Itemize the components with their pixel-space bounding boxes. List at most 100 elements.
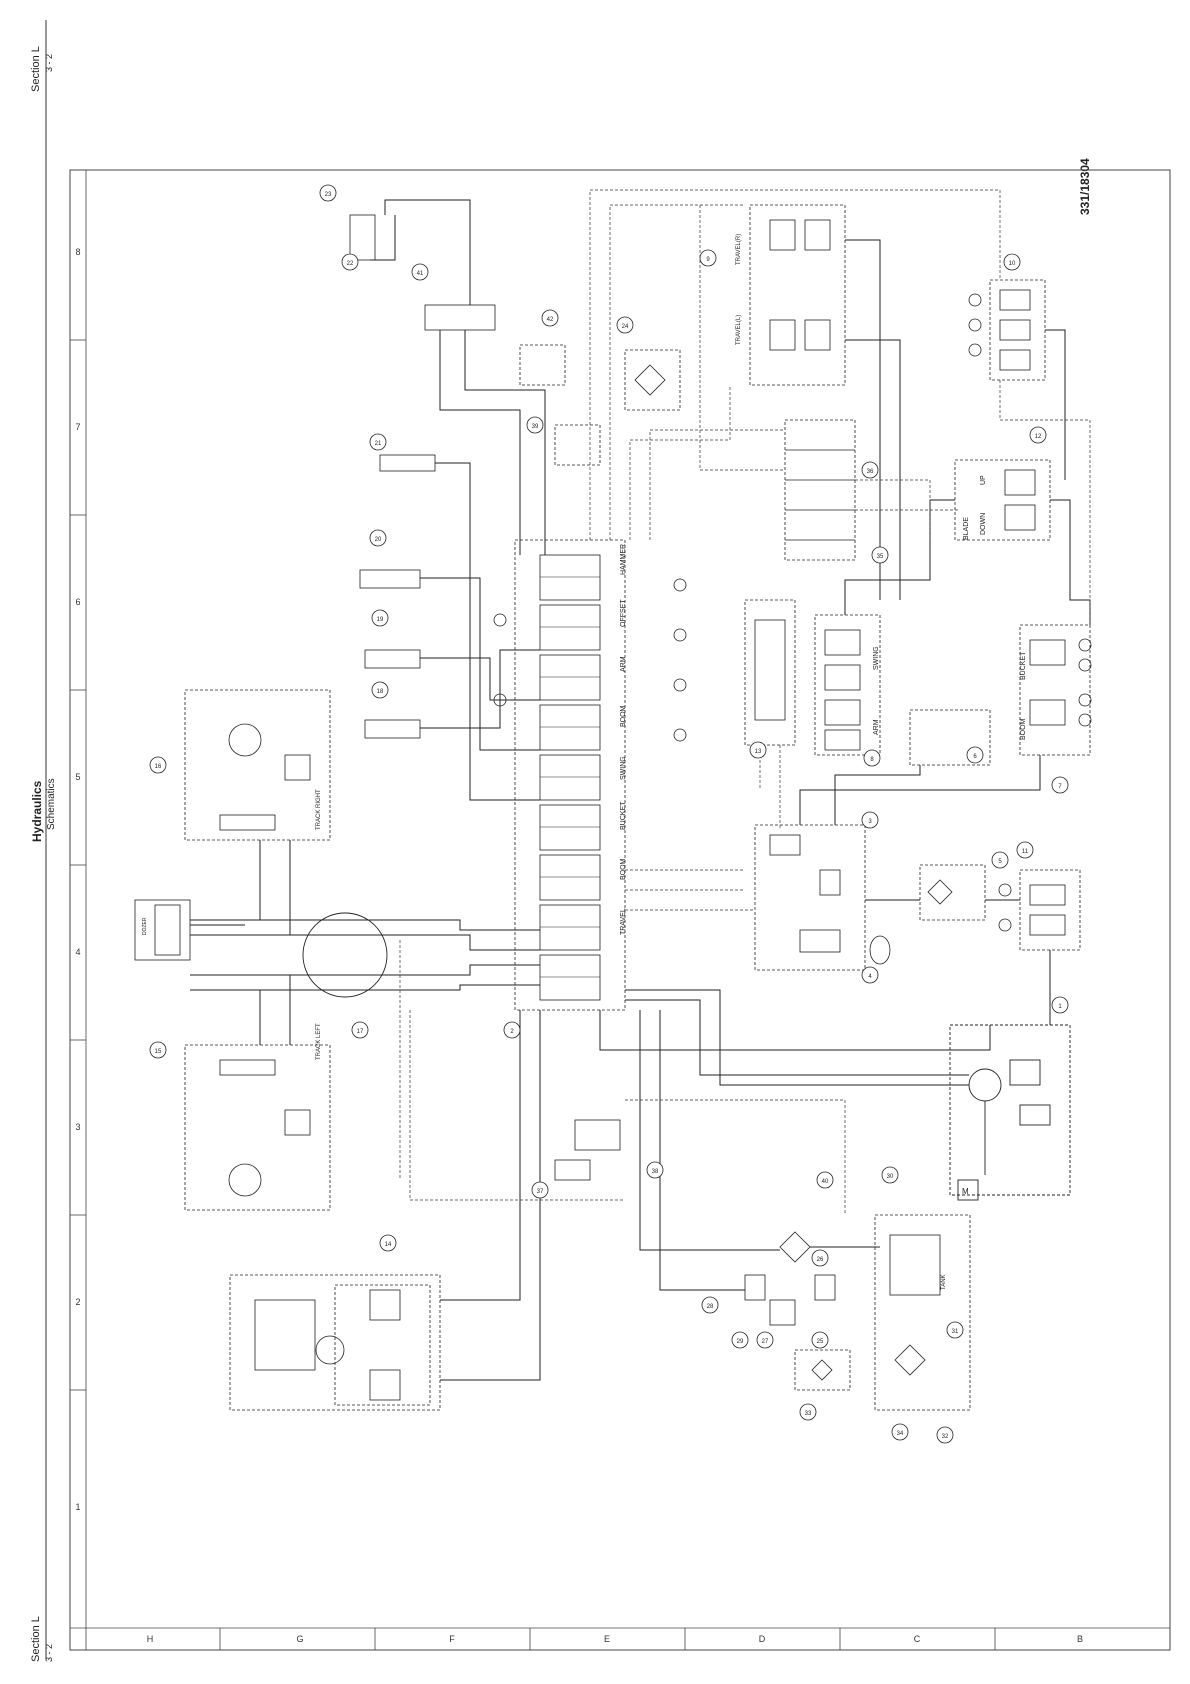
svg-text:33: 33 [805,1411,812,1417]
svg-text:22: 22 [347,261,354,267]
svg-text:9: 9 [706,257,710,263]
callout: 34 [891,1423,909,1441]
callout: 7 [1051,776,1069,794]
track-motor-left [184,1044,331,1211]
blade-down-label: DOWN [980,513,987,535]
callout: 19 [371,609,389,627]
callout: 3 [861,811,879,829]
pilot-manifold [784,419,856,561]
callout: 27 [756,1331,774,1349]
blade-up-label: UP [980,475,987,485]
svg-text:24: 24 [622,324,629,330]
svg-text:14: 14 [385,1242,392,1248]
svg-text:12: 12 [1035,434,1042,440]
valve-section-label: OFFSET [620,599,627,627]
swing-arm-pilot-valve [814,614,881,756]
grid-col-label-3: 3 [75,1122,80,1132]
svg-text:36: 36 [867,469,874,475]
svg-text:3: 3 [868,819,872,825]
grid-row-label-d: D [759,1634,766,1644]
track-motor-right [184,689,331,841]
svg-text:35: 35 [877,554,884,560]
callout: 22 [341,253,359,271]
motor-label: M [962,1187,969,1196]
svg-text:13: 13 [755,749,762,755]
grid-row-label-b: B [1077,1634,1083,1644]
grid-col-label-7: 7 [75,422,80,432]
svg-text:11: 11 [1022,849,1029,855]
callout: 32 [936,1426,954,1444]
callout: 1 [1051,996,1069,1014]
callout: 28 [701,1296,719,1314]
svg-text:34: 34 [897,1431,904,1437]
grid-col-label-5: 5 [75,772,80,782]
grid-col-label-1: 1 [75,1502,80,1512]
bucket-label: BUCKET [1020,651,1027,680]
callout: 14 [379,1234,397,1252]
svg-text:18: 18 [377,689,384,695]
swing-label: SWING [873,646,880,670]
main-pump [949,1024,1071,1196]
svg-text:15: 15 [155,1049,162,1055]
svg-text:8: 8 [870,757,874,763]
valve-section-label: HAMMER [620,544,627,575]
callout: 16 [149,756,167,774]
callout: 2 [503,1021,521,1039]
valve-section-label: BOOM [620,858,627,880]
svg-text:4: 4 [868,974,872,980]
electric-motor [957,1179,979,1201]
callout: 30 [881,1166,899,1184]
callout: 10 [1003,253,1021,271]
svg-text:25: 25 [817,1339,824,1345]
callout-bubbles: 1 2 3 4 5 6 7 8 9 10 11 12 13 14 15 16 1… [149,184,1069,1444]
svg-text:19: 19 [377,617,384,623]
blade-label: BLADE [963,517,970,540]
track-left-label: TRACK LEFT [316,1023,322,1060]
callout: 33 [799,1403,817,1421]
grid-row-label-e: E [604,1634,610,1644]
callout: 18 [371,681,389,699]
callout: 15 [149,1041,167,1059]
callout: 36 [861,461,879,479]
svg-text:29: 29 [737,1339,744,1345]
valve-section-label: TRAVEL [620,908,627,935]
svg-text:1: 1 [1058,1004,1062,1010]
hydraulic-lines [190,199,1091,1381]
main-control-valve [493,539,687,1011]
callout: 35 [871,546,889,564]
svg-text:2: 2 [510,1029,514,1035]
swing-motor [229,1274,441,1411]
callout: 8 [863,749,881,767]
grid-col-label-4: 4 [75,947,80,957]
bucket-boom-pilot-valve [1019,624,1092,756]
callout: 12 [1029,426,1047,444]
pilot-supply-unit [754,824,891,971]
svg-text:27: 27 [762,1339,769,1345]
track-right-label: TRACK RIGHT [316,789,322,830]
callout: 29 [731,1331,749,1349]
svg-text:31: 31 [952,1329,959,1335]
travel-pilot-valve [749,204,846,386]
return-filter [919,864,986,921]
grid-col-label-8: 8 [75,247,80,257]
callout: 25 [811,1331,829,1349]
callout: 4 [861,966,879,984]
arm-label: ARM [873,719,880,735]
svg-text:5: 5 [998,859,1002,865]
callout: 31 [946,1321,964,1339]
svg-text:40: 40 [822,1179,829,1185]
svg-text:41: 41 [417,271,424,277]
callout: 38 [646,1161,664,1179]
pilot-lines [399,189,1091,1215]
callout: 37 [531,1181,549,1199]
callout: 5 [991,851,1009,869]
callout: 39 [526,416,544,434]
svg-text:30: 30 [887,1174,894,1180]
swivel-joint [302,912,388,998]
svg-text:37: 37 [537,1189,544,1195]
hydraulic-tank [794,1214,971,1411]
callout: 13 [749,741,767,759]
callout: 40 [816,1171,834,1189]
callout: 9 [699,249,717,267]
